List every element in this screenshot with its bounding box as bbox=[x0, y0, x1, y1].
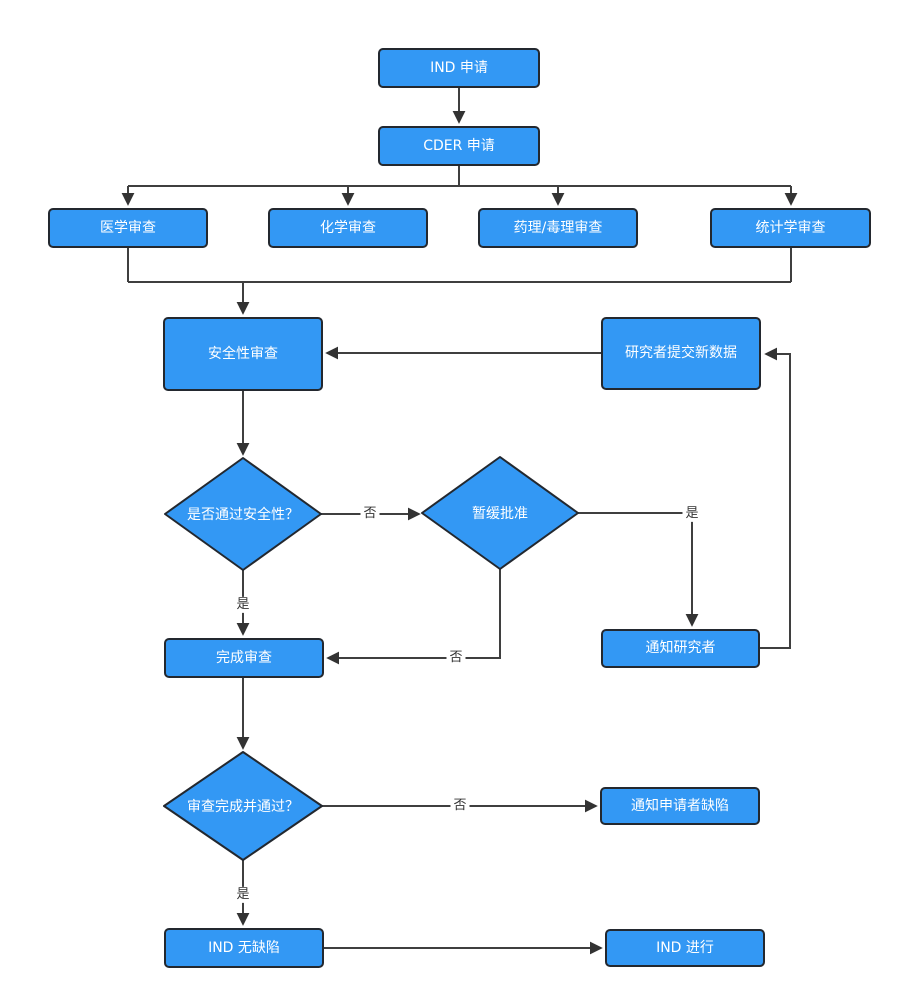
node-notify-applicant-defects[interactable]: 通知申请者缺陷 bbox=[600, 787, 760, 825]
node-ind-proceed[interactable]: IND 进行 bbox=[605, 929, 765, 967]
node-complete-review[interactable]: 完成审查 bbox=[164, 638, 324, 678]
node-medical-review[interactable]: 医学审查 bbox=[48, 208, 208, 248]
decision-shape-review-complete[interactable] bbox=[163, 751, 323, 861]
node-statistics-review[interactable]: 统计学审查 bbox=[710, 208, 871, 248]
decision-shape-hold-approval[interactable] bbox=[421, 456, 579, 570]
decision-shape-pass-safety[interactable] bbox=[164, 457, 322, 571]
node-cder-application[interactable]: CDER 申请 bbox=[378, 126, 540, 166]
node-ind-no-defects[interactable]: IND 无缺陷 bbox=[164, 928, 324, 968]
edge-label-no-hold-approval: 否 bbox=[446, 649, 466, 667]
node-safety-review[interactable]: 安全性审查 bbox=[163, 317, 323, 391]
node-hold-approval-decision[interactable]: 暂缓批准 bbox=[472, 506, 528, 522]
edge-label-yes-decision1: 是 bbox=[233, 596, 253, 614]
node-investigator-submits-new-data[interactable]: 研究者提交新数据 bbox=[601, 317, 761, 390]
edge-label-no-decision1: 否 bbox=[360, 505, 380, 523]
edge-hold-no bbox=[326, 569, 501, 665]
edge-hold-yes bbox=[578, 512, 699, 627]
edge-notify-to-newdata bbox=[760, 347, 791, 649]
edge-label-yes-decision3: 是 bbox=[233, 886, 253, 904]
node-ind-application[interactable]: IND 申请 bbox=[378, 48, 540, 88]
edge-label-no-decision3: 否 bbox=[450, 797, 470, 815]
node-review-complete-passed-decision[interactable]: 审查完成并通过？ bbox=[187, 799, 299, 815]
edge-label-yes-hold-approval: 是 bbox=[682, 505, 702, 523]
node-chemistry-review[interactable]: 化学审查 bbox=[268, 208, 428, 248]
node-notify-investigator[interactable]: 通知研究者 bbox=[601, 629, 760, 668]
node-pass-safety-decision[interactable]: 是否通过安全性？ bbox=[187, 507, 299, 523]
node-pharmacology-toxicology-review[interactable]: 药理/毒理审查 bbox=[478, 208, 638, 248]
